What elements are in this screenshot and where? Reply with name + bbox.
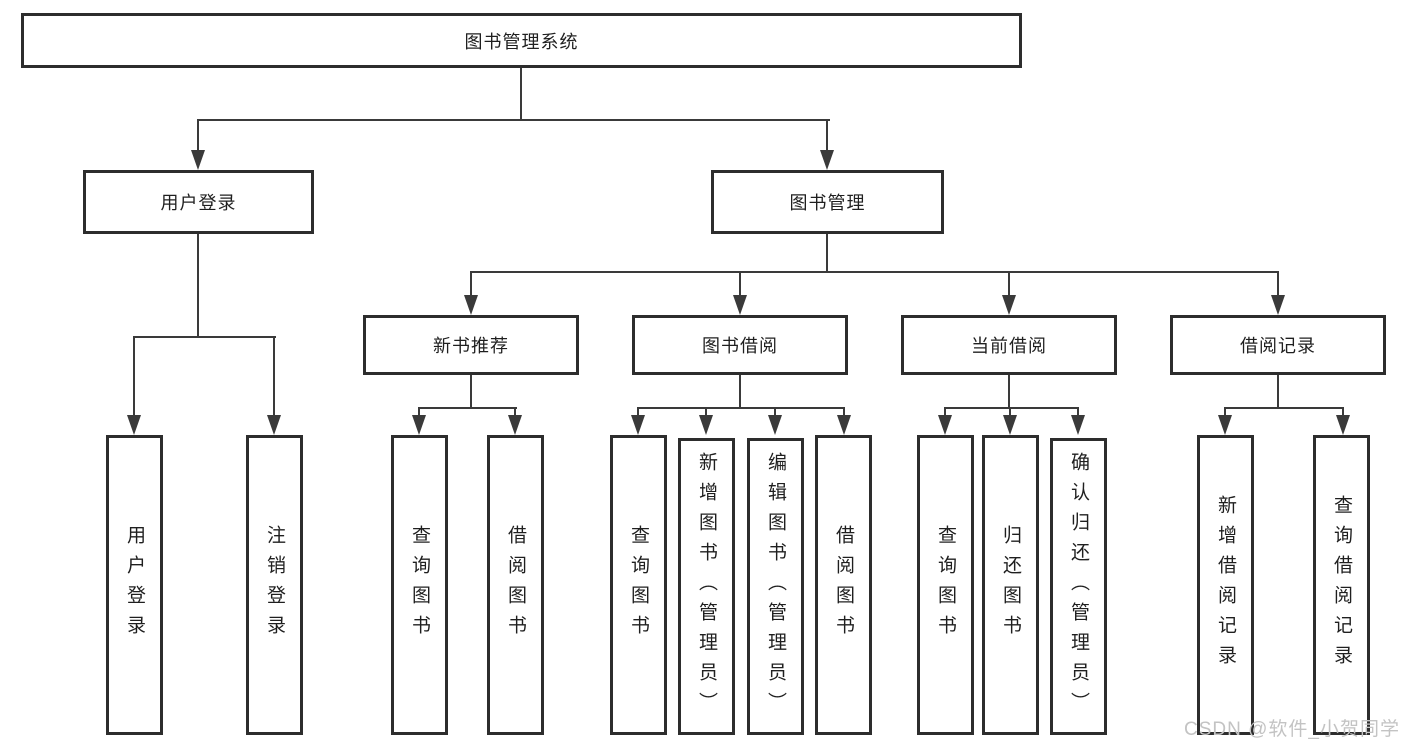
leaf-query-books-current: 查询图书: [917, 435, 974, 735]
node-borrowing-records-label: 借阅记录: [1240, 336, 1316, 356]
node-book-management-label: 图书管理: [789, 193, 866, 213]
node-current-borrowing: 当前借阅: [901, 315, 1117, 375]
node-book-borrowing-label: 图书借阅: [702, 336, 778, 356]
arrow-down-icon: [464, 295, 478, 315]
node-root: 图书管理系统: [21, 13, 1022, 68]
connector-leaf-stem: [1224, 407, 1226, 418]
arrow-down-icon: [820, 150, 834, 170]
connector-to-user-login: [197, 119, 199, 155]
leaf-query-books-current-label: 查询图书: [935, 525, 956, 645]
leaf-query-books-recommend-label: 查询图书: [409, 525, 430, 645]
leaf-return-books: 归还图书: [982, 435, 1039, 735]
node-root-label: 图书管理系统: [464, 31, 579, 52]
connector-level3-hline: [470, 271, 1279, 273]
arrow-down-icon: [699, 415, 713, 435]
leaf-edit-books-admin: 编辑图书（管理员）: [747, 438, 804, 735]
connector-leaf-stem: [705, 407, 707, 418]
leaf-confirm-return-admin: 确认归还（管理员）: [1050, 438, 1107, 735]
connector-to-leaf-user-login: [133, 336, 135, 418]
node-current-borrowing-label: 当前借阅: [971, 336, 1047, 356]
arrow-down-icon: [1002, 295, 1016, 315]
leaf-borrow-books-borrowing-label: 借阅图书: [833, 525, 854, 645]
connector-user-login-hline: [133, 336, 276, 338]
arrow-down-icon: [267, 415, 281, 435]
connector-to-borrow-records: [1277, 271, 1279, 298]
leaf-return-books-label: 归还图书: [1000, 525, 1021, 645]
leaf-edit-books-admin-label: 编辑图书（管理员）: [765, 451, 786, 722]
arrow-down-icon: [938, 415, 952, 435]
leaf-user-login-label: 用户登录: [124, 525, 145, 645]
leaf-query-borrow-record: 查询借阅记录: [1313, 435, 1370, 735]
connector-current-borrow-stem: [1008, 375, 1010, 409]
connector-leaf-stem: [418, 407, 420, 418]
watermark-text: CSDN @软件_小贺同学: [1184, 719, 1400, 740]
node-borrowing-records: 借阅记录: [1170, 315, 1386, 375]
connector-book-borrow-stem: [739, 375, 741, 409]
connector-leaf-stem: [944, 407, 946, 418]
connector-leaf-stem: [637, 407, 639, 418]
leaf-add-borrow-record: 新增借阅记录: [1197, 435, 1254, 735]
arrow-down-icon: [412, 415, 426, 435]
node-user-login: 用户登录: [83, 170, 314, 234]
node-new-book-recommend-label: 新书推荐: [433, 336, 509, 356]
arrow-down-icon: [191, 150, 205, 170]
arrow-down-icon: [127, 415, 141, 435]
node-new-book-recommend: 新书推荐: [363, 315, 579, 375]
arrow-down-icon: [631, 415, 645, 435]
arrow-down-icon: [1071, 415, 1085, 435]
node-book-borrowing: 图书借阅: [632, 315, 848, 375]
connector-book-mgmt-stem: [826, 234, 828, 273]
connector-leaf-stem: [1009, 407, 1011, 418]
connector-current-borrow-hline: [945, 407, 1079, 409]
arrow-down-icon: [768, 415, 782, 435]
connector-borrow-records-hline: [1225, 407, 1344, 409]
connector-leaf-stem: [843, 407, 845, 418]
arrow-down-icon: [1336, 415, 1350, 435]
leaf-add-books-admin: 新增图书（管理员）: [678, 438, 735, 735]
leaf-borrow-books-recommend: 借阅图书: [487, 435, 544, 735]
connector-leaf-stem: [774, 407, 776, 418]
connector-to-new-book: [470, 271, 472, 298]
connector-leaf-stem: [1077, 407, 1079, 418]
leaf-borrow-books-borrowing: 借阅图书: [815, 435, 872, 735]
connector-new-book-stem: [470, 375, 472, 409]
connector-user-login-stem: [197, 234, 199, 338]
connector-leaf-stem: [514, 407, 516, 418]
connector-level1-hline: [197, 119, 830, 121]
connector-book-borrow-hline: [638, 407, 844, 409]
connector-root-stem: [520, 68, 522, 121]
node-book-management: 图书管理: [711, 170, 944, 234]
connector-to-leaf-logout: [273, 336, 275, 418]
arrow-down-icon: [837, 415, 851, 435]
connector-leaf-stem: [1342, 407, 1344, 418]
connector-new-book-hline: [419, 407, 517, 409]
leaf-add-books-admin-label: 新增图书（管理员）: [696, 451, 717, 722]
leaf-logout: 注销登录: [246, 435, 303, 735]
leaf-query-books-borrowing-label: 查询图书: [628, 525, 649, 645]
arrow-down-icon: [508, 415, 522, 435]
arrow-down-icon: [1271, 295, 1285, 315]
connector-borrow-records-stem: [1277, 375, 1279, 409]
arrow-down-icon: [1218, 415, 1232, 435]
leaf-borrow-books-recommend-label: 借阅图书: [505, 525, 526, 645]
connector-to-current-borrow: [1008, 271, 1010, 298]
leaf-query-books-borrowing: 查询图书: [610, 435, 667, 735]
node-user-login-label: 用户登录: [160, 193, 237, 213]
leaf-logout-label: 注销登录: [264, 525, 285, 645]
leaf-add-borrow-record-label: 新增借阅记录: [1215, 495, 1236, 675]
leaf-query-books-recommend: 查询图书: [391, 435, 448, 735]
connector-to-book-borrow: [739, 271, 741, 298]
leaf-confirm-return-admin-label: 确认归还（管理员）: [1068, 451, 1089, 722]
arrow-down-icon: [1003, 415, 1017, 435]
connector-to-book-mgmt: [826, 119, 828, 155]
leaf-query-borrow-record-label: 查询借阅记录: [1331, 495, 1352, 675]
arrow-down-icon: [733, 295, 747, 315]
leaf-user-login: 用户登录: [106, 435, 163, 735]
